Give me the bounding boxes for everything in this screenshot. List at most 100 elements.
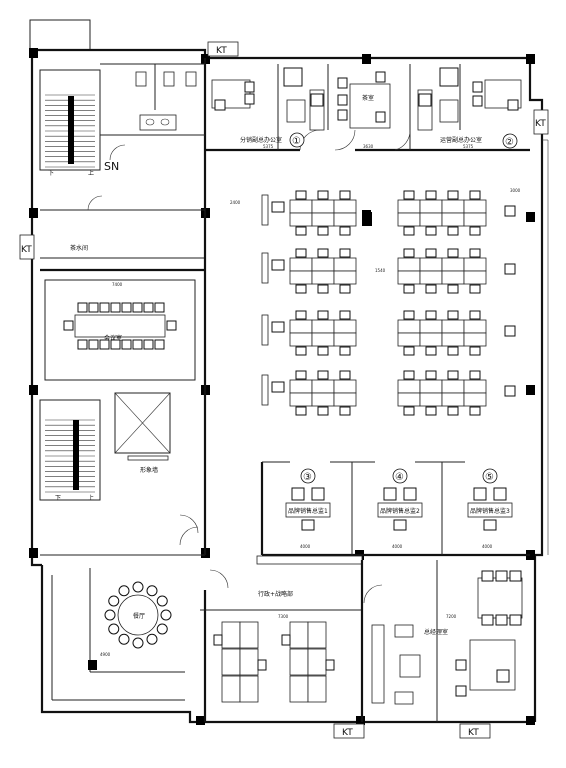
meeting-chair bbox=[110, 302, 121, 313]
chair bbox=[295, 284, 307, 294]
dim-meet: 7400 bbox=[112, 282, 123, 287]
chair bbox=[403, 284, 415, 294]
desk bbox=[463, 332, 487, 347]
desk bbox=[441, 199, 465, 214]
kt-label-top: KT bbox=[216, 46, 227, 56]
admin-desk bbox=[289, 648, 309, 676]
stair-up-1: 上 bbox=[88, 169, 94, 177]
chair bbox=[339, 346, 351, 356]
desk bbox=[333, 392, 357, 407]
gm-chair bbox=[495, 570, 508, 582]
desk bbox=[419, 332, 443, 347]
director-marker bbox=[392, 468, 408, 484]
kt-label-left: KT bbox=[21, 245, 32, 255]
director-desk bbox=[377, 502, 423, 518]
desk bbox=[397, 212, 421, 227]
dim-tea: 3630 bbox=[363, 144, 374, 149]
admin-chair bbox=[281, 634, 291, 646]
director-chair bbox=[483, 519, 497, 531]
gm-chair bbox=[481, 570, 494, 582]
chair bbox=[295, 346, 307, 356]
stair-down-2: 下 bbox=[55, 495, 61, 502]
desk bbox=[289, 199, 313, 214]
kt-units: KT KT KT KT KT bbox=[19, 41, 549, 739]
meeting-chair bbox=[121, 302, 132, 313]
kt-unit-top bbox=[207, 41, 239, 57]
chair bbox=[403, 248, 415, 258]
director-chair bbox=[403, 487, 417, 501]
chair bbox=[425, 406, 437, 416]
chair bbox=[339, 226, 351, 236]
desk bbox=[311, 199, 335, 214]
desk bbox=[333, 332, 357, 347]
marker-office-1 bbox=[289, 132, 305, 148]
chair bbox=[317, 226, 329, 236]
chair bbox=[504, 205, 516, 217]
admin-desk bbox=[221, 621, 241, 649]
desk bbox=[289, 257, 313, 272]
chair bbox=[317, 190, 329, 200]
label-sales-office: 分销副总办公室 bbox=[240, 136, 282, 144]
desk bbox=[311, 332, 335, 347]
dining-chair bbox=[132, 581, 144, 593]
desk bbox=[311, 270, 335, 285]
label-tea-room: 茶室 bbox=[362, 94, 374, 102]
director-number: ⑤ bbox=[485, 472, 494, 483]
kt-unit-bottom-a bbox=[333, 723, 365, 739]
chair bbox=[425, 346, 437, 356]
kt-unit-bottom-b bbox=[459, 723, 491, 739]
desk bbox=[311, 392, 335, 407]
stair-down-1: 下 bbox=[48, 170, 54, 177]
director-number: ③ bbox=[303, 472, 312, 483]
chair bbox=[504, 325, 516, 337]
chair bbox=[403, 346, 415, 356]
desk bbox=[441, 392, 465, 407]
column bbox=[362, 212, 372, 226]
meeting-chair bbox=[110, 339, 121, 350]
chair bbox=[295, 190, 307, 200]
dim-right: 3000 bbox=[510, 188, 521, 193]
desk bbox=[441, 332, 465, 347]
chair bbox=[469, 226, 481, 236]
director-chair bbox=[311, 487, 325, 501]
chair bbox=[271, 201, 285, 213]
desk bbox=[333, 257, 357, 272]
admin-desk bbox=[289, 675, 309, 703]
admin-desk bbox=[307, 621, 327, 649]
meeting-chair bbox=[88, 339, 99, 350]
director-chair bbox=[493, 487, 507, 501]
dining-chair bbox=[160, 609, 172, 621]
dining-chair bbox=[146, 633, 158, 645]
chair bbox=[295, 310, 307, 320]
chair bbox=[447, 406, 459, 416]
dining-chair bbox=[118, 585, 130, 597]
chair bbox=[339, 370, 351, 380]
chair bbox=[469, 370, 481, 380]
chair bbox=[403, 190, 415, 200]
desk bbox=[397, 332, 421, 347]
meeting-chair bbox=[63, 320, 74, 331]
chair bbox=[403, 370, 415, 380]
desk bbox=[441, 257, 465, 272]
gm-chair bbox=[509, 570, 522, 582]
desk bbox=[397, 199, 421, 214]
desk bbox=[419, 212, 443, 227]
dim-ops: 5375 bbox=[463, 144, 474, 149]
chair bbox=[447, 284, 459, 294]
desk bbox=[289, 379, 313, 394]
director-number: ④ bbox=[395, 472, 404, 483]
meeting-chair bbox=[77, 302, 88, 313]
chair bbox=[403, 406, 415, 416]
chair bbox=[339, 310, 351, 320]
chair bbox=[425, 284, 437, 294]
label-ops-office: 运营副总办公室 bbox=[440, 136, 482, 144]
open-office: 2400 1540 3000 bbox=[203, 188, 521, 555]
cabinet bbox=[261, 194, 269, 226]
stair-wc-block: 下 上 SN bbox=[39, 63, 205, 211]
meeting-chair bbox=[166, 320, 177, 331]
desk bbox=[333, 379, 357, 394]
dim-dine: 4900 bbox=[100, 652, 111, 657]
kt-unit-left bbox=[19, 234, 35, 260]
chair bbox=[447, 370, 459, 380]
